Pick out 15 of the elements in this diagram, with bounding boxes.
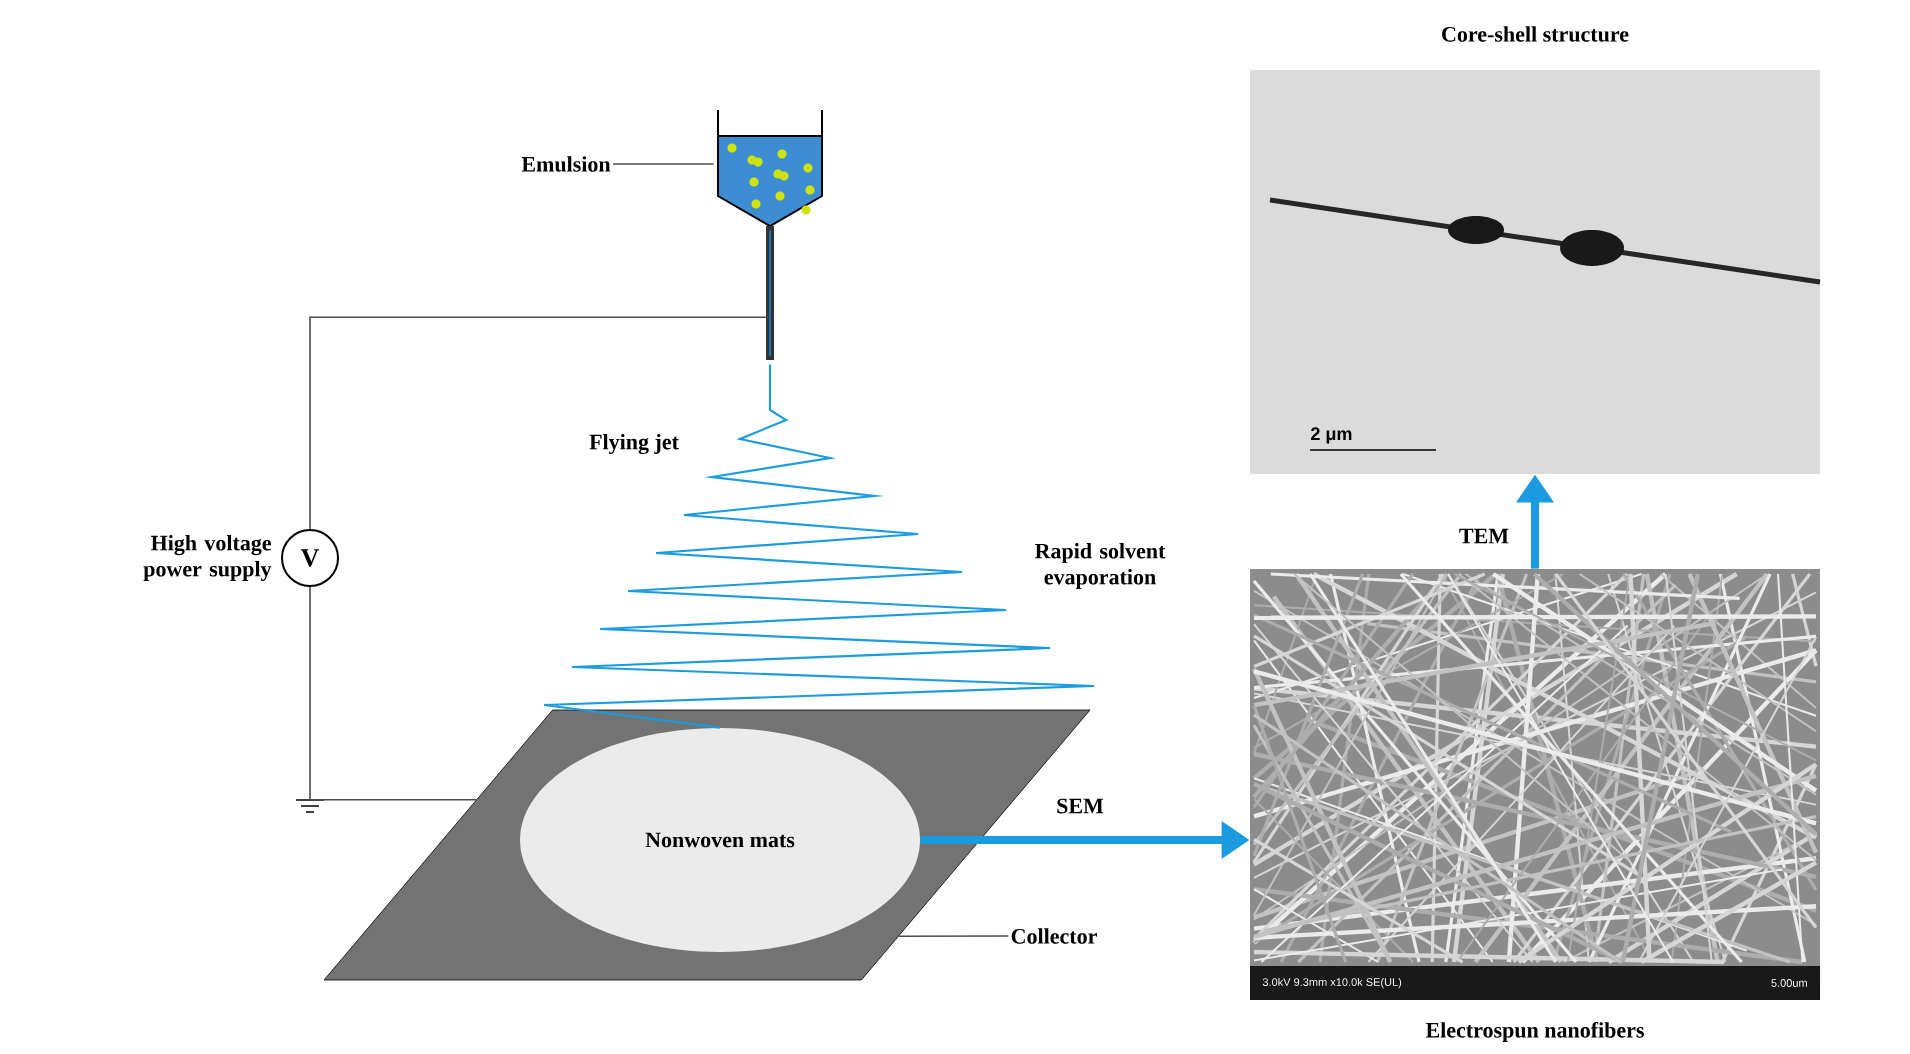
scale-bar: 2 μm <box>1309 427 1437 451</box>
edge-label: SEM <box>1054 796 1106 816</box>
part-label: Collector <box>1011 928 1097 944</box>
part-label: Emulsion <box>521 156 611 172</box>
edge-label: TEM <box>1456 526 1512 546</box>
text-label: Rapid solvent evaporation <box>1035 543 1166 589</box>
leader-line <box>612 163 715 165</box>
leader-line <box>898 935 1010 938</box>
node-caption: High voltage power supply <box>143 535 272 581</box>
wire <box>309 586 477 801</box>
image-caption: Electrospun nanofibers <box>1425 1021 1644 1043</box>
image-caption: Core-shell structure <box>1442 26 1629 42</box>
syringe-drawing <box>717 109 823 360</box>
text-label: Flying jet <box>589 433 679 455</box>
wire <box>309 316 771 530</box>
